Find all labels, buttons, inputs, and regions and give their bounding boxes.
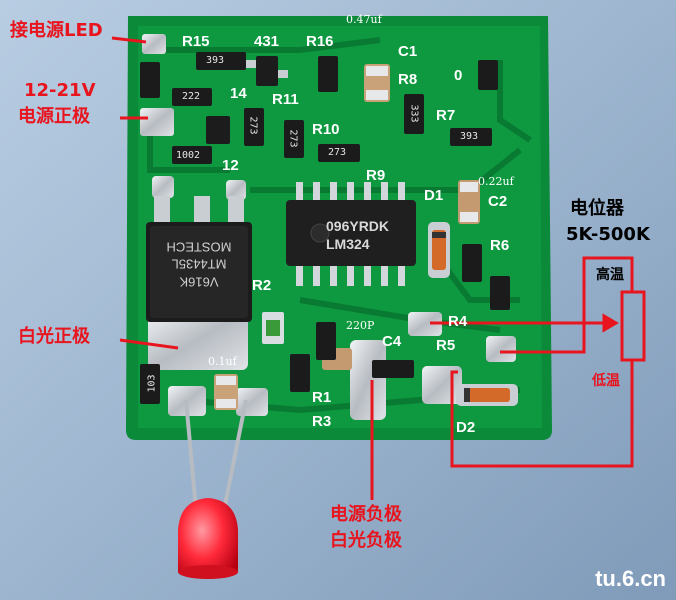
potentiometer-symbol <box>620 290 646 362</box>
label-white-positive: 白光正极 <box>18 326 90 347</box>
annotation-arrows <box>111 36 634 500</box>
code-222: 222 <box>182 91 201 102</box>
smd-resistors <box>140 52 510 404</box>
label-potentiometer: 电位器 <box>570 198 624 219</box>
code-1002: 1002 <box>176 150 201 161</box>
lm324-marking: 096YRDK LM324 <box>326 218 389 253</box>
mos-line1: V616K <box>179 274 219 290</box>
label-voltage: 12-21V <box>24 80 96 101</box>
silk-431: 431 <box>254 33 280 50</box>
mos-line3: MOSTECH <box>166 239 232 255</box>
solder-pads <box>140 34 516 420</box>
silk-r9: R9 <box>366 167 386 184</box>
code-r15: 393 <box>206 55 225 66</box>
silk-r4: R4 <box>448 313 468 330</box>
silk-r8: R8 <box>398 71 418 88</box>
code-103: 103 <box>146 374 158 393</box>
silk-c4: C4 <box>382 333 402 350</box>
silk-c2: C2 <box>488 193 508 210</box>
silk-r7: R7 <box>436 107 456 124</box>
label-power-negative: 电源负极 <box>330 504 402 525</box>
diode-d1 <box>428 222 450 278</box>
silk-r16: R16 <box>306 33 334 50</box>
silk-r10: R10 <box>312 121 340 138</box>
cap-value-c4: 220P <box>346 319 375 332</box>
silk-r6: R6 <box>490 237 510 254</box>
cap-value-c2: 0.22uf <box>478 175 514 188</box>
silk-d1: D1 <box>424 187 444 204</box>
mosfet-package <box>146 196 252 322</box>
silk-c1: C1 <box>398 43 418 60</box>
lm324-package <box>286 182 416 286</box>
diode-d2 <box>456 384 518 406</box>
code-273c: 273 <box>287 129 299 148</box>
red-led <box>178 399 248 579</box>
silk-12: 12 <box>222 157 239 174</box>
silk-14: 14 <box>230 85 247 102</box>
lm324-line1: 096YRDK <box>326 218 390 234</box>
code-273b: 273 <box>247 116 259 135</box>
tl431-package <box>246 56 288 86</box>
label-white-negative: 白光负极 <box>330 530 402 551</box>
watermark: tu.6.cn <box>595 566 666 591</box>
label-led-connect: 接电源LED <box>10 20 103 41</box>
silk-r2: R2 <box>252 277 272 294</box>
code-393: 393 <box>460 131 479 142</box>
cap-value-led: 0.1uf <box>208 355 237 368</box>
label-pot-range: 5K-500K <box>566 224 650 245</box>
silk-r5: R5 <box>436 337 456 354</box>
silk-r3: R3 <box>312 413 332 430</box>
label-high-temp: 高温 <box>596 267 624 283</box>
silk-r11: R11 <box>272 91 299 108</box>
lm324-line2: LM324 <box>326 235 370 252</box>
mos-line2: MT4435L <box>171 257 227 273</box>
code-273a: 273 <box>328 147 347 158</box>
silk-d2: D2 <box>456 419 476 436</box>
ceramic-capacitors <box>214 64 480 410</box>
mosfet-marking: V616K MT4435L MOSTECH <box>152 238 246 291</box>
silk-r15: R15 <box>182 33 210 50</box>
silk-r1: R1 <box>312 389 332 406</box>
cap-value-c1: 0.47uf <box>346 13 382 26</box>
silk-zero: 0 <box>454 67 463 84</box>
sot-package <box>206 116 230 144</box>
label-power-positive: 电源正极 <box>18 106 90 127</box>
code-333: 333 <box>408 104 420 123</box>
label-low-temp: 低温 <box>592 373 620 389</box>
